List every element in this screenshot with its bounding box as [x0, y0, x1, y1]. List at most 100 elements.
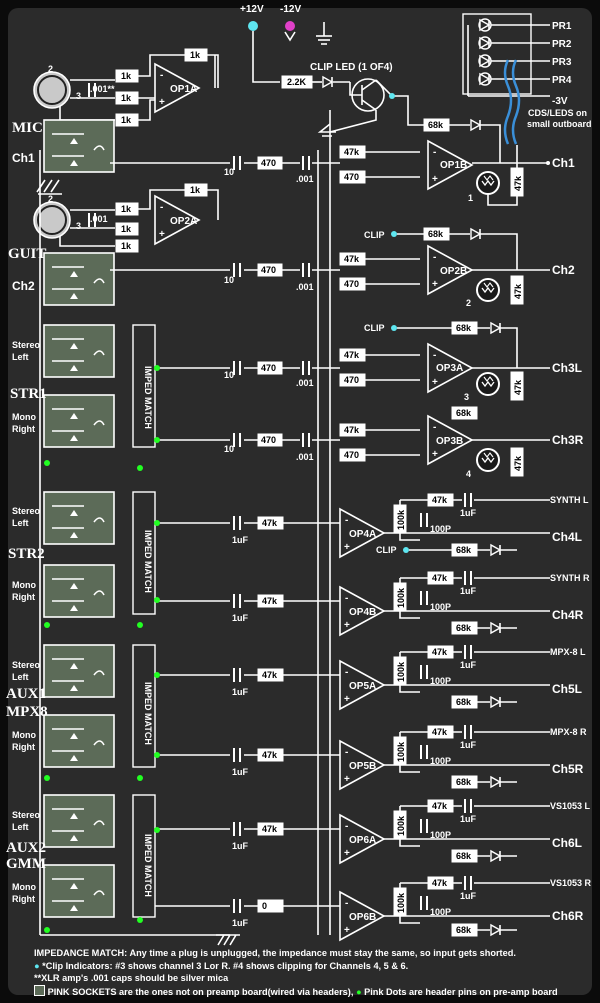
channel-4-5-6-section	[155, 492, 550, 940]
note-impedance: IMPEDANCE MATCH: Any time a plug is unpl…	[34, 948, 516, 958]
imped-match-4: IMPED MATCH	[143, 834, 153, 897]
mic-preamp: 23 1k 1k 1k .001** 1k OP1A	[33, 48, 219, 127]
imped-match-2: IMPED MATCH	[143, 530, 153, 593]
in-vs1053-l: VS1053 L	[550, 801, 591, 811]
svg-text:100k: 100k	[396, 815, 406, 836]
power-section: +12V -12V CLIP LED (1 OF4) 2.2K	[240, 4, 424, 137]
out-ch6r: Ch6R	[552, 909, 584, 923]
svg-text:1k: 1k	[121, 241, 132, 251]
svg-text:0: 0	[262, 901, 267, 911]
svg-text:Stereo: Stereo	[12, 506, 41, 516]
svg-text:1k: 1k	[121, 93, 132, 103]
svg-text:10: 10	[224, 275, 234, 285]
svg-text:470: 470	[344, 375, 359, 385]
svg-text:47k: 47k	[513, 379, 523, 395]
mic-label: MIC	[12, 120, 43, 136]
svg-text:1uF: 1uF	[460, 740, 477, 750]
svg-text:Right: Right	[12, 742, 35, 752]
svg-text:4: 4	[466, 469, 471, 479]
out-ch1: Ch1	[552, 156, 575, 170]
svg-text:100k: 100k	[396, 741, 406, 762]
op6a-label: OP6A	[349, 835, 376, 846]
svg-text:47k: 47k	[513, 455, 523, 471]
minus12v-dot	[285, 21, 295, 31]
header-pin-dots	[44, 365, 160, 933]
svg-text:Right: Right	[12, 894, 35, 904]
cds-label-2: small outboard	[527, 119, 592, 129]
svg-text:470: 470	[344, 279, 359, 289]
ch1-jack	[43, 119, 115, 173]
svg-text:3: 3	[76, 221, 81, 231]
svg-text:Left: Left	[12, 822, 29, 832]
in-mpx8-l: MPX-8 L	[550, 647, 586, 657]
svg-text:1uF: 1uF	[232, 687, 249, 697]
svg-text:47k: 47k	[432, 495, 448, 505]
svg-text:.001: .001	[90, 214, 108, 224]
svg-text:100k: 100k	[396, 587, 406, 608]
svg-text:100P: 100P	[430, 907, 451, 917]
svg-text:Right: Right	[12, 424, 35, 434]
svg-text:Left: Left	[12, 352, 29, 362]
op6b-label: OP6B	[349, 912, 376, 923]
op5b-label: OP5B	[349, 761, 376, 772]
svg-text:470: 470	[261, 158, 276, 168]
out-ch5r: Ch5R	[552, 762, 584, 776]
svg-text:Mono: Mono	[12, 882, 36, 892]
plus12v-dot	[248, 21, 258, 31]
svg-text:1uF: 1uF	[460, 814, 477, 824]
op4b-label: OP4B	[349, 607, 376, 618]
svg-text:100P: 100P	[430, 756, 451, 766]
svg-text:100k: 100k	[396, 892, 406, 913]
svg-text:68k: 68k	[428, 120, 444, 130]
svg-text:.001: .001	[296, 282, 314, 292]
svg-text:47k: 47k	[262, 596, 278, 606]
in-vs1053-r: VS1053 R	[550, 878, 592, 888]
svg-text:Mono: Mono	[12, 580, 36, 590]
channel-1-2-3-section: 10 470 .001 47k 470 68k OP1B 1 47k Ch1 1…	[110, 110, 584, 935]
svg-text:68k: 68k	[428, 229, 444, 239]
svg-text:1k: 1k	[121, 71, 132, 81]
svg-text:100k: 100k	[396, 661, 406, 682]
svg-text:2: 2	[466, 298, 471, 308]
in-synth-l: SYNTH L	[550, 495, 589, 505]
svg-text:100k: 100k	[396, 509, 406, 530]
svg-text:47k: 47k	[344, 425, 360, 435]
minus3v-label: -3V	[552, 96, 568, 107]
svg-text:Mono: Mono	[12, 412, 36, 422]
svg-text:10: 10	[224, 167, 234, 177]
svg-text:3: 3	[464, 392, 469, 402]
clip-label-3: CLIP	[376, 545, 397, 555]
svg-text:47k: 47k	[513, 283, 523, 299]
cds-label-1: CDS/LEDS on	[528, 108, 587, 118]
out-ch6l: Ch6L	[552, 836, 582, 850]
lower-labels: 47k 47k 47k 47k 47k 0 1uF 1uF 1uF 1uF 1u…	[232, 495, 592, 937]
led-array	[462, 13, 550, 145]
in-synth-r: SYNTH R	[550, 573, 590, 583]
svg-text:68k: 68k	[456, 925, 472, 935]
svg-text:1uF: 1uF	[460, 508, 477, 518]
ground-icon	[316, 22, 332, 45]
svg-text:3: 3	[76, 91, 81, 101]
svg-text:1uF: 1uF	[232, 613, 249, 623]
svg-text:47k: 47k	[432, 647, 448, 657]
svg-text:1uF: 1uF	[460, 660, 477, 670]
svg-text:10: 10	[224, 444, 234, 454]
clip-label-1: CLIP	[364, 230, 385, 240]
svg-text:100P: 100P	[430, 524, 451, 534]
op2a-label: OP2A	[170, 216, 197, 227]
svg-text:Left: Left	[12, 518, 29, 528]
svg-text:100P: 100P	[430, 602, 451, 612]
svg-text:2: 2	[48, 194, 53, 204]
svg-text:47k: 47k	[262, 750, 278, 760]
op1a-label: OP1A	[170, 84, 197, 95]
op5a-label: OP5A	[349, 681, 376, 692]
pr3-label: PR3	[552, 57, 572, 68]
out-ch4l: Ch4L	[552, 530, 582, 544]
svg-text:1k: 1k	[121, 204, 132, 214]
svg-text:68k: 68k	[456, 545, 472, 555]
svg-text:47k: 47k	[344, 254, 360, 264]
ch1-input-label: Ch1	[12, 151, 35, 165]
note-mica: **XLR amp's .001 caps should be silver m…	[34, 973, 229, 983]
